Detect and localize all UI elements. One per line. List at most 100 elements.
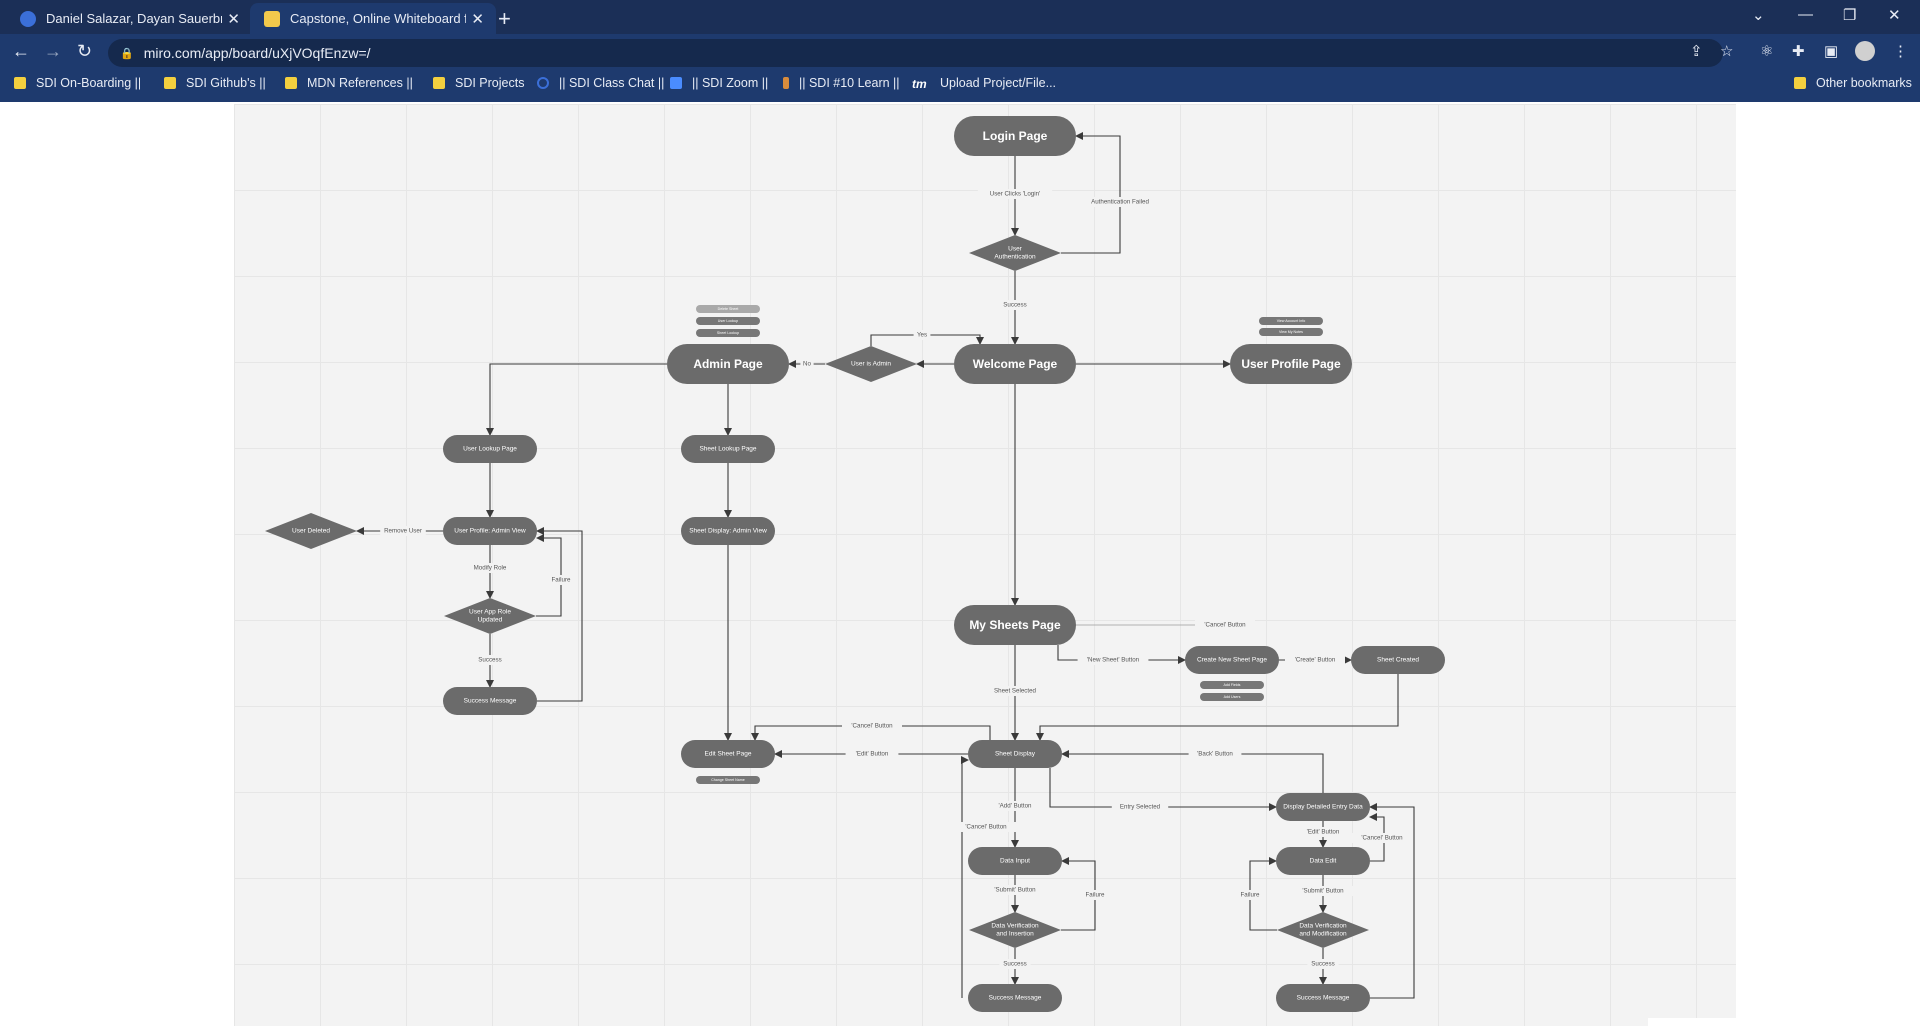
svg-text:'Back' Button: 'Back' Button (1197, 751, 1233, 758)
flow-node-my-sheets[interactable]: My Sheets Page (954, 605, 1076, 645)
bookmark-item[interactable]: || SDI Class Chat || (537, 76, 664, 90)
svg-text:User App Role: User App Role (469, 609, 511, 616)
close-icon[interactable]: ✕ (227, 11, 240, 28)
flow-node-sheet-created[interactable]: Sheet Created (1351, 646, 1445, 674)
minimize-icon[interactable]: — (1798, 6, 1813, 23)
flow-node-admin[interactable]: Admin Page (667, 344, 789, 384)
edge-label: 'Cancel' Button (1352, 833, 1412, 843)
edge-label: Failure (1079, 890, 1111, 900)
back-icon[interactable]: ← (12, 41, 30, 61)
bookmark-item[interactable]: || SDI #10 Learn || (783, 76, 900, 90)
board-corner (1648, 1018, 1736, 1032)
flow-node-success-admin[interactable]: Success Message (443, 687, 537, 715)
flow-tag-profile-1[interactable]: View Account Info (1259, 317, 1323, 325)
flow-node-sheet-lookup[interactable]: Sheet Lookup Page (681, 435, 775, 463)
svg-text:Welcome Page: Welcome Page (973, 357, 1058, 371)
flow-edge (1061, 750, 1324, 793)
svg-text:Success: Success (1311, 961, 1334, 968)
flow-edge (961, 756, 969, 998)
flow-tag-admin-2[interactable]: User Lookup (696, 317, 760, 325)
bookmark-item[interactable]: MDN References || (285, 76, 413, 90)
menu-kebab-icon[interactable]: ⋮ (1893, 43, 1908, 60)
flow-node-user-deleted[interactable]: User Deleted (265, 513, 357, 549)
bookmark-star-icon[interactable]: ☆ (1720, 43, 1734, 60)
svg-text:User Deleted: User Deleted (292, 528, 330, 535)
svg-text:User Profile Page: User Profile Page (1241, 357, 1341, 371)
flow-tag-create-2[interactable]: Add Users (1200, 693, 1264, 701)
flow-node-detail-entry[interactable]: Display Detailed Entry Data (1276, 793, 1370, 821)
svg-text:User Clicks 'Login': User Clicks 'Login' (990, 191, 1041, 198)
svg-text:Add Fields: Add Fields (1224, 683, 1241, 687)
extensions-puzzle-icon[interactable]: ✚ (1792, 43, 1805, 60)
bookmark-item[interactable]: || SDI Zoom || (670, 76, 768, 90)
svg-text:Delete Sheet: Delete Sheet (718, 307, 739, 311)
svg-text:User Profile: Admin View: User Profile: Admin View (454, 528, 526, 535)
flowchart-edges (356, 132, 1415, 999)
svg-text:Failure: Failure (1086, 892, 1105, 899)
svg-text:Create New Sheet Page: Create New Sheet Page (1197, 657, 1267, 664)
flow-tag-admin-3[interactable]: Sheet Lookup (696, 329, 760, 337)
flow-tag-edit-1[interactable]: Change Sheet Name (696, 776, 760, 784)
flow-node-sheet-display[interactable]: Sheet Display (968, 740, 1062, 768)
tab-capstone[interactable]: Capstone, Online Whiteboard for ✕ (250, 3, 496, 34)
flow-node-user-lookup[interactable]: User Lookup Page (443, 435, 537, 463)
forward-icon[interactable]: → (44, 41, 62, 61)
flow-edge (1369, 803, 1415, 999)
svg-text:Yes: Yes (917, 332, 927, 339)
share-icon[interactable]: ⇪ (1690, 43, 1703, 60)
reload-icon[interactable]: ↻ (77, 41, 93, 61)
tab-daniel-salazar[interactable]: Daniel Salazar, Dayan Sauerbronn ✕ (6, 3, 252, 34)
folder-icon (433, 77, 445, 89)
flow-tag-create-1[interactable]: Add Fields (1200, 681, 1264, 689)
flow-node-success-input[interactable]: Success Message (968, 984, 1062, 1012)
extension-react-icon[interactable]: ⚛ (1760, 43, 1774, 60)
flow-node-user-admin-view[interactable]: User Profile: Admin View (443, 517, 537, 545)
bookmark-item[interactable]: SDI Projects (433, 76, 524, 90)
bookmarks-bar: SDI On-Boarding || SDI Github's || MDN R… (0, 72, 1920, 98)
flow-node-profile[interactable]: User Profile Page (1230, 344, 1352, 384)
svg-text:Success: Success (478, 657, 501, 664)
flow-node-sheet-admin-view[interactable]: Sheet Display: Admin View (681, 517, 775, 545)
flow-node-data-edit[interactable]: Data Edit (1276, 847, 1370, 875)
bookmark-item[interactable]: SDI Github's || (164, 76, 266, 90)
svg-text:Sheet Display: Admin View: Sheet Display: Admin View (689, 528, 767, 535)
tab-title: Capstone, Online Whiteboard for (290, 11, 466, 26)
other-bookmarks[interactable]: Other bookmarks (1794, 76, 1912, 90)
svg-text:User Lookup: User Lookup (718, 319, 738, 323)
edge-label: 'Cancel' Button (1195, 620, 1255, 630)
address-bar[interactable]: 🔒 miro.com/app/board/uXjVOqfEnzw=/ (108, 39, 1723, 67)
avatar[interactable] (1855, 41, 1875, 61)
bookmark-item[interactable]: SDI On-Boarding || (14, 76, 141, 90)
window-close-icon[interactable]: ✕ (1888, 7, 1901, 24)
tab-search-icon[interactable]: ⌄ (1752, 7, 1765, 24)
flow-tag-admin-1[interactable]: Delete Sheet (696, 305, 760, 313)
svg-text:Success Message: Success Message (989, 995, 1042, 1002)
svg-text:Authentication: Authentication (994, 253, 1036, 260)
edge-label: 'New Sheet' Button (1077, 655, 1149, 665)
restore-icon[interactable]: ❐ (1843, 7, 1857, 24)
svg-text:Success: Success (1003, 302, 1026, 309)
flow-node-login[interactable]: Login Page (954, 116, 1076, 156)
flow-node-success-edit[interactable]: Success Message (1276, 984, 1370, 1012)
flow-tag-profile-2[interactable]: View My Notes (1259, 328, 1323, 336)
edge-label: User Clicks 'Login' (977, 189, 1053, 199)
flow-node-is-admin[interactable]: User is Admin (825, 346, 917, 382)
flow-node-data-input[interactable]: Data Input (968, 847, 1062, 875)
edge-label: 'Cancel' Button (956, 822, 1016, 832)
edge-label: 'Add' Button (990, 801, 1040, 811)
close-icon[interactable]: ✕ (471, 11, 484, 28)
flow-node-edit-sheet[interactable]: Edit Sheet Page (681, 740, 775, 768)
svg-text:'Add' Button: 'Add' Button (999, 803, 1033, 810)
side-panel-icon[interactable]: ▣ (1824, 43, 1839, 60)
flow-node-welcome[interactable]: Welcome Page (954, 344, 1076, 384)
svg-text:Sheet Created: Sheet Created (1377, 657, 1419, 664)
svg-text:Display Detailed Entry Data: Display Detailed Entry Data (1283, 804, 1363, 811)
flow-node-create-sheet[interactable]: Create New Sheet Page (1185, 646, 1279, 674)
new-tab-icon[interactable]: + (498, 6, 511, 31)
svg-text:Success: Success (1003, 961, 1026, 968)
